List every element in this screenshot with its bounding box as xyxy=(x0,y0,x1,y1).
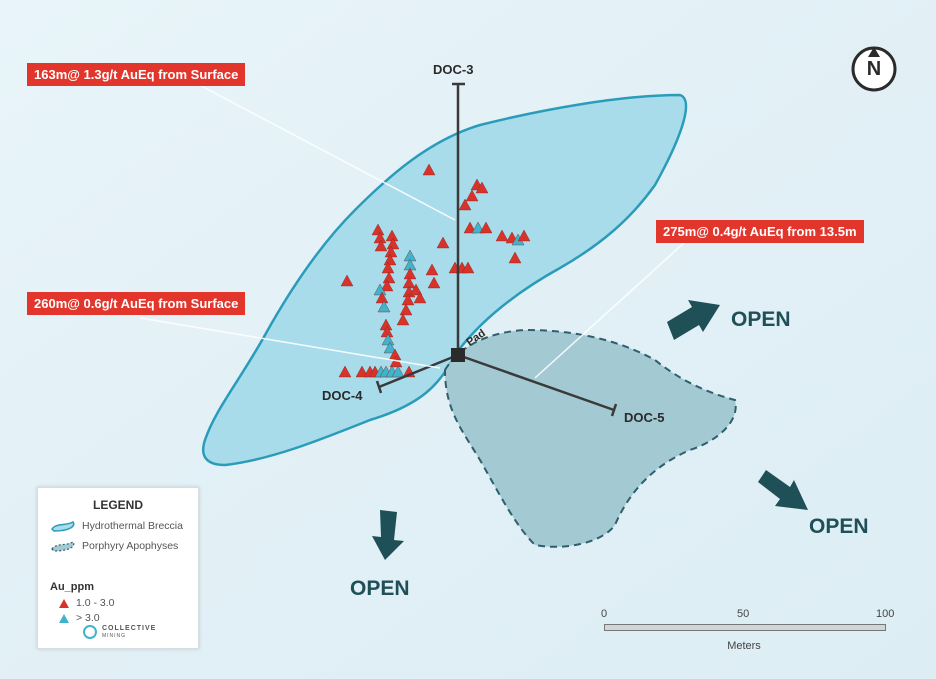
legend-item-porphyry: Porphyry Apophyses xyxy=(82,540,179,552)
sample-au-1-3 xyxy=(399,303,413,316)
drillhole-doc5-trace xyxy=(457,353,615,412)
sample-points xyxy=(338,163,531,378)
sample-au-1-3 xyxy=(401,293,415,306)
arrow-ne-icon xyxy=(667,300,720,340)
sample-au-1-3 xyxy=(396,313,410,326)
porphyry-swatch-icon xyxy=(51,541,75,552)
sample-au-1-3 xyxy=(425,263,439,276)
sample-au-1-3 xyxy=(340,274,354,287)
sample-au-1-3 xyxy=(475,181,489,194)
sample-au-1-3 xyxy=(338,365,352,378)
sample-au-1-3 xyxy=(375,291,389,304)
scale-tick-100: 100 xyxy=(876,608,895,620)
sample-au-1-3 xyxy=(517,229,531,242)
sample-au-1-3 xyxy=(409,283,423,296)
drillhole-doc5-label: DOC-5 xyxy=(624,410,665,425)
callout-doc4-intercept: 260m@ 0.6g/t AuEq from Surface xyxy=(27,292,246,315)
sample-au-1-3 xyxy=(465,189,479,202)
drillhole-doc3-label: DOC-3 xyxy=(433,62,474,77)
sample-au-1-3 xyxy=(355,365,369,378)
open-label-se: OPEN xyxy=(809,515,869,538)
sample-au-1-3 xyxy=(479,221,493,234)
callout-leader-doc5 xyxy=(534,241,686,379)
scale-tick-0: 0 xyxy=(601,608,608,620)
callout-leader-doc3 xyxy=(189,79,456,221)
drillhole-doc4-trace xyxy=(378,353,459,389)
sample-au-1-3 xyxy=(463,221,477,234)
sample-au-1-3 xyxy=(374,239,388,252)
scale-unit: Meters xyxy=(727,640,761,652)
sample-au-1-3 xyxy=(386,237,400,250)
sample-au-1-3 xyxy=(371,223,385,236)
sample-au-1-3 xyxy=(381,261,395,274)
sample-au-gt-3 xyxy=(377,300,391,313)
drill-pad-marker xyxy=(451,348,465,362)
sample-au-gt-3 xyxy=(391,365,405,378)
legend: LEGEND Hydrothermal Breccia Porphyry Apo… xyxy=(37,487,199,649)
sample-au-1-3 xyxy=(436,236,450,249)
callout-doc3-intercept: 163m@ 1.3g/t AuEq from Surface xyxy=(27,63,246,86)
sample-au-1-3 xyxy=(422,163,436,176)
sample-au-1-3 xyxy=(383,253,397,266)
legend-item-breccia: Hydrothermal Breccia xyxy=(82,520,183,532)
legend-au-low: 1.0 - 3.0 xyxy=(76,597,115,609)
north-arrow-icon: N xyxy=(850,45,898,93)
callout-doc5-intercept: 275m@ 0.4g/t AuEq from 13.5m xyxy=(656,220,864,243)
sample-au-1-3 xyxy=(495,229,509,242)
triangle-blue-icon xyxy=(59,613,69,623)
sample-au-gt-3 xyxy=(383,341,397,354)
hydrothermal-breccia-zone xyxy=(201,93,688,467)
triangle-red-icon xyxy=(59,598,69,608)
open-label-s: OPEN xyxy=(350,577,410,600)
legend-title: LEGEND xyxy=(92,498,143,512)
scale-tick-50: 50 xyxy=(737,608,750,620)
arrow-se-icon xyxy=(758,470,808,510)
sample-au-1-3 xyxy=(461,261,475,274)
open-label-ne: OPEN xyxy=(731,308,791,331)
sample-au-gt-3 xyxy=(373,283,387,296)
porphyry-apophyses-zone xyxy=(443,328,737,548)
legend-au-title: Au_ppm xyxy=(50,581,94,593)
callout-leader-doc4 xyxy=(139,317,441,369)
open-arrows xyxy=(372,300,808,560)
north-label: N xyxy=(866,58,882,80)
sample-au-gt-3 xyxy=(471,221,485,234)
legend-au-high: > 3.0 xyxy=(76,612,100,624)
sample-au-1-3 xyxy=(427,276,441,289)
arrow-s-icon xyxy=(372,510,404,560)
sample-au-1-3 xyxy=(413,291,427,304)
sample-au-1-3 xyxy=(380,279,394,292)
sample-au-gt-3 xyxy=(381,333,395,346)
drillhole-doc4-label: DOC-4 xyxy=(322,388,363,403)
sample-au-1-3 xyxy=(382,271,396,284)
breccia-swatch-icon xyxy=(51,521,75,532)
sample-au-1-3 xyxy=(458,198,472,211)
sample-au-1-3 xyxy=(508,251,522,264)
